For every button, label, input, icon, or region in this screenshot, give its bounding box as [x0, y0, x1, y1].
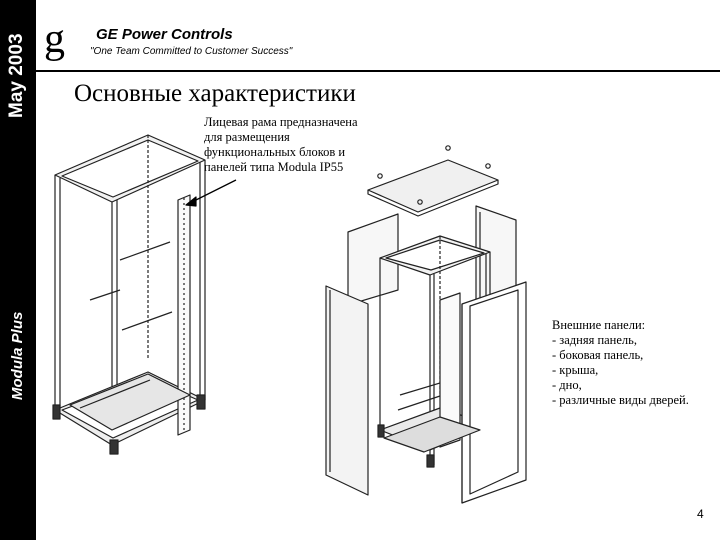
- panel-item: - крыша,: [552, 363, 599, 377]
- description-line: Лицевая рама предназначена: [204, 115, 358, 129]
- assembled-cabinet-frame: [52, 134, 206, 455]
- page-title: Основные характеристики: [74, 80, 356, 107]
- company-slogan: "One Team Committed to Customer Success": [90, 46, 293, 57]
- description-line: функциональных блоков и: [204, 145, 346, 159]
- panel-item: - различные виды дверей.: [552, 393, 689, 407]
- external-panels-list: Внешние панели: - задняя панель, - боков…: [552, 318, 717, 408]
- panel-item: - дно,: [552, 378, 582, 392]
- panel-item: - задняя панель,: [552, 333, 637, 347]
- panels-heading: Внешние панели:: [552, 318, 646, 332]
- description-line: панелей типа Modula IP55: [204, 160, 344, 174]
- panel-item: - боковая панель,: [552, 348, 644, 362]
- exploded-cabinet: [325, 145, 527, 504]
- left-band: May 2003 Modula Plus: [0, 0, 36, 540]
- header-divider: [36, 70, 720, 72]
- description-line: для размещения: [204, 130, 290, 144]
- page-number: 4: [697, 507, 704, 521]
- company-name: GE Power Controls: [96, 26, 233, 43]
- front-frame-description: Лицевая рама предназначена для размещени…: [204, 115, 384, 175]
- ge-logo: g: [44, 16, 65, 62]
